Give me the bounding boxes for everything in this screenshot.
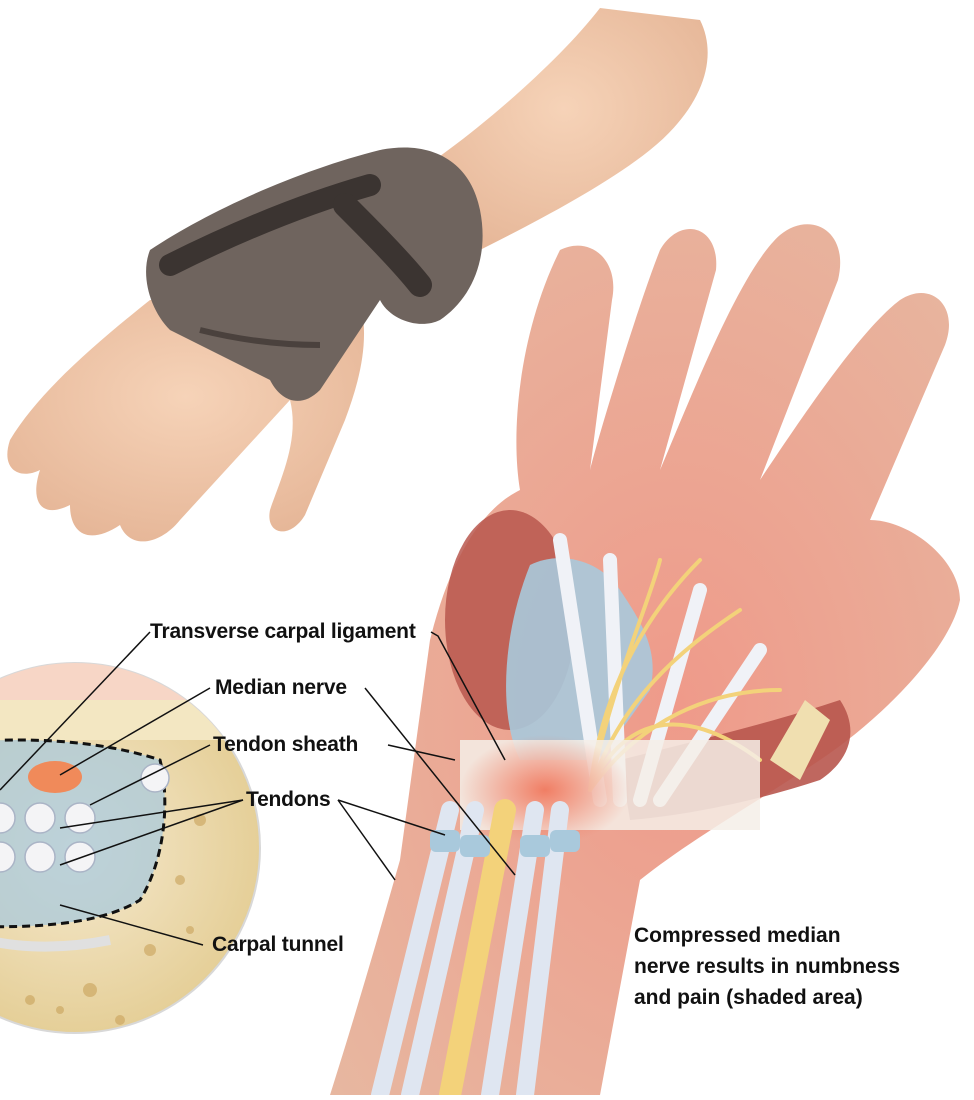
caption-line-2: nerve results in numbness <box>634 951 900 982</box>
label-tendons: Tendons <box>246 789 331 810</box>
label-tendon-sheath: Tendon sheath <box>213 734 358 755</box>
caption-line-1: Compressed median <box>634 920 900 951</box>
label-carpal-tunnel: Carpal tunnel <box>212 934 344 955</box>
caption-line-3: and pain (shaded area) <box>634 982 900 1013</box>
caption: Compressed median nerve results in numbn… <box>634 920 900 1013</box>
label-transverse-carpal-ligament: Transverse carpal ligament <box>150 621 416 642</box>
label-median-nerve: Median nerve <box>215 677 347 698</box>
cross-section-inset <box>0 660 260 1033</box>
